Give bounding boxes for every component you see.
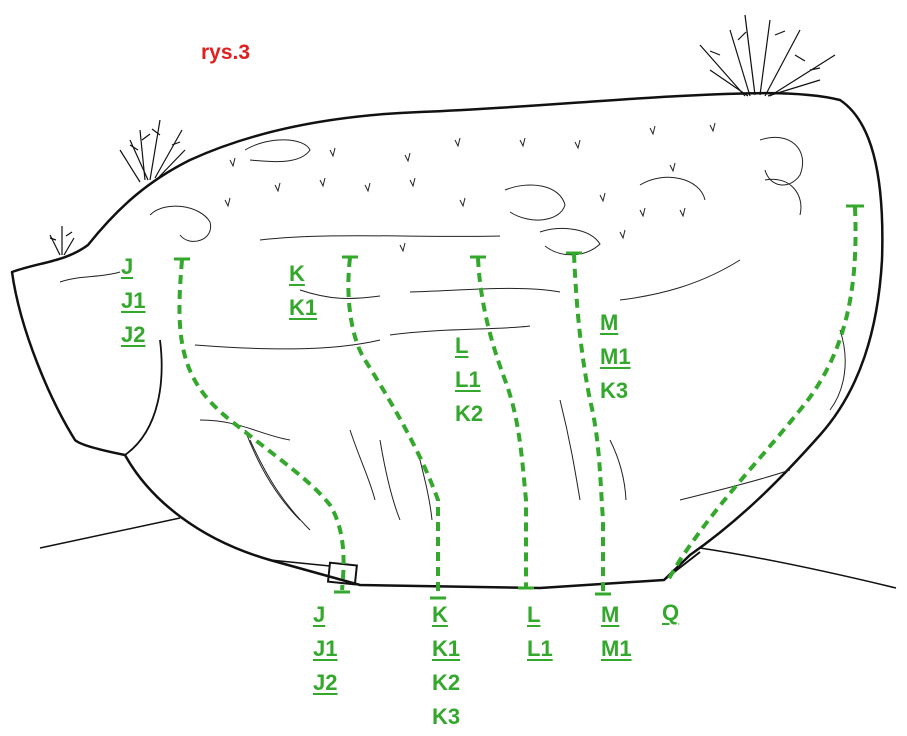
route-q-line — [666, 206, 858, 582]
route-label-line: K2 — [432, 670, 461, 695]
route-label-bottom-q: Q — [662, 602, 679, 636]
route-label-bottom-l: L L1 — [527, 604, 553, 672]
route-label-bottom-m: M M1 — [601, 604, 632, 672]
shrub-small-icon — [49, 226, 75, 256]
base-block — [326, 561, 358, 586]
boulder-lower-edge — [124, 339, 163, 456]
route-label-line: M — [600, 310, 619, 335]
route-label-line: K3 — [432, 704, 461, 729]
route-label-top-m: M M1 K3 — [600, 312, 631, 414]
route-label-bottom-k: K K1 K2 K3 — [432, 604, 460, 736]
route-label-line: K1 — [432, 636, 461, 661]
route-label-line: M — [601, 602, 620, 627]
route-label-line: K1 — [289, 295, 318, 320]
figure-label: rys.3 — [201, 41, 251, 64]
ground-line-right — [699, 547, 897, 589]
route-label-line: M1 — [600, 344, 631, 369]
route-label-line: J2 — [313, 670, 338, 695]
route-tops — [174, 204, 864, 600]
route-label-line: J1 — [313, 636, 338, 661]
route-label-line: L1 — [527, 636, 553, 661]
ground-line-left — [39, 517, 181, 549]
route-label-line: J — [121, 254, 134, 279]
route-label-line: K2 — [455, 401, 484, 426]
route-label-line: L — [527, 602, 541, 627]
route-label-top-j: J J1 J2 — [121, 256, 145, 358]
boulder-outline — [10, 91, 884, 590]
route-label-line: J1 — [121, 288, 146, 313]
rock-ticks — [224, 122, 716, 253]
route-label-top-k: K K1 — [289, 263, 317, 331]
route-label-line: L1 — [455, 367, 481, 392]
route-lines — [177, 206, 858, 598]
route-label-line: M1 — [601, 636, 632, 661]
route-label-line: K — [289, 261, 305, 286]
rock-texture — [59, 136, 846, 531]
route-label-line: K3 — [600, 378, 629, 403]
route-k-line — [346, 257, 440, 598]
route-label-line: L — [455, 333, 469, 358]
route-m-line — [572, 253, 605, 594]
route-label-top-l: L L1 K2 — [455, 335, 483, 437]
shrub-large-icon — [699, 14, 836, 97]
boulder-left-foot — [269, 559, 331, 567]
route-label-bottom-j: J J1 J2 — [313, 604, 337, 706]
route-label-line: Q — [662, 600, 680, 625]
route-l-line — [476, 257, 528, 588]
route-j-line — [177, 259, 346, 591]
route-label-line: J — [313, 602, 326, 627]
route-label-line: K — [432, 602, 448, 627]
shrub-icon — [119, 119, 186, 183]
route-label-line: J2 — [121, 322, 146, 347]
